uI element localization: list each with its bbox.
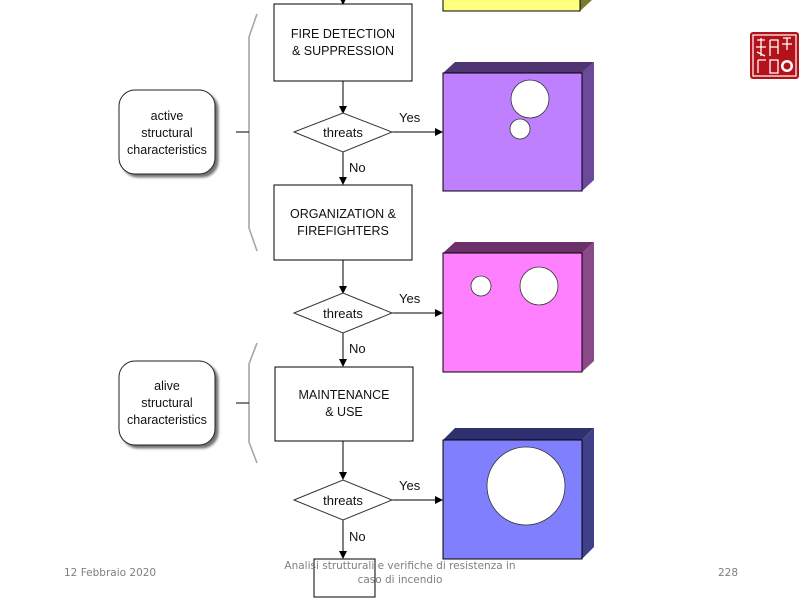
category-alive-structural: alive structural characteristics [118,360,216,446]
category-active-structural: active structural characteristics [118,89,216,175]
bracket-alive [248,342,258,464]
no-label: No [349,341,366,356]
category-label: structural [141,396,192,410]
bracket-active [248,13,258,252]
process-label: ORGANIZATION & [290,207,397,221]
yes-label: Yes [399,110,421,125]
decision-threats-2: threats Yes No [292,291,421,356]
decision-label: threats [323,493,363,508]
process-label: & SUPPRESSION [292,44,394,58]
process-maintenance: MAINTENANCE & USE [274,366,414,442]
process-fire-detection: FIRE DETECTION & SUPPRESSION [273,3,413,82]
process-label: MAINTENANCE [299,388,390,402]
hole [519,266,559,306]
hole [486,446,566,526]
category-label: alive [154,379,180,393]
red-seal-stamp-icon [750,32,799,79]
page-number: 228 [718,567,739,579]
decision-threats-1: threats Yes No [292,110,421,175]
category-label: structural [141,126,192,140]
decision-label: threats [323,306,363,321]
damage-block-top [443,62,594,73]
damage-block-top [443,242,594,253]
decision-threats-3: threats Yes No [292,478,421,544]
process-label: & USE [325,405,363,419]
hole [510,79,550,119]
no-label: No [349,160,366,175]
category-label: characteristics [127,143,207,157]
damage-block-side [582,428,594,559]
damage-block-side [582,62,594,191]
damage-block-side [582,242,594,372]
yes-label: Yes [399,291,421,306]
process-label: FIRE DETECTION [291,27,395,41]
no-label: No [349,529,366,544]
damage-block-face [442,252,583,373]
category-label: active [151,109,184,123]
damage-block-side [580,0,592,11]
damage-block-yellow [442,0,592,12]
footer-title-line: caso di incendio [357,574,443,586]
category-label: characteristics [127,413,207,427]
process-label: FIREFIGHTERS [297,224,389,238]
hole [470,275,492,297]
process-organization: ORGANIZATION & FIREFIGHTERS [273,184,413,261]
damage-block-face [442,0,581,12]
footer-title-line: Analisi strutturali e verifiche di resis… [284,560,516,572]
footer-title: Analisi strutturali e verifiche di resis… [270,559,530,587]
damage-block-purple [442,62,594,192]
hole [509,118,531,140]
footer-date: 12 Febbraio 2020 [64,567,157,579]
damage-block-blue [442,428,594,560]
decision-label: threats [323,125,363,140]
damage-block-top [443,428,594,440]
damage-block-pink [442,242,594,373]
process-next-partial [313,558,376,598]
yes-label: Yes [399,478,421,493]
